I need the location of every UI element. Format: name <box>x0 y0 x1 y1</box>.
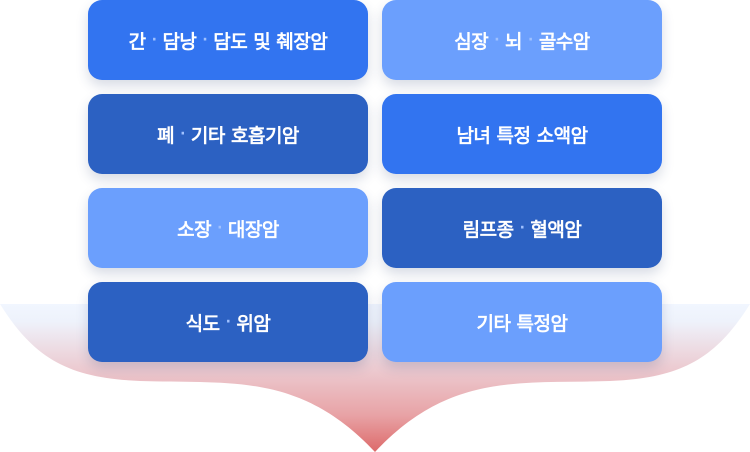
card-label-part: 심장 <box>454 30 489 53</box>
card-label-part: 혈액암 <box>530 218 582 241</box>
card-liver-gallbladder-pancreas[interactable]: 간 · 담낭 · 담도 및 췌장암 <box>88 0 368 80</box>
separator-dot: · <box>519 220 525 236</box>
card-label-part: 대장암 <box>227 218 279 241</box>
separator-dot: · <box>180 126 185 142</box>
card-label-part: 골수암 <box>538 30 590 53</box>
separator-dot: · <box>217 220 222 236</box>
card-lymphoma-leukemia[interactable]: 림프종 · 혈액암 <box>382 188 662 268</box>
card-label-part: 담낭 <box>162 30 197 53</box>
card-heart-brain-bone-marrow[interactable]: 심장 · 뇌 · 골수암 <box>382 0 662 80</box>
card-esophagus-stomach[interactable]: 식도 · 위암 <box>88 282 368 362</box>
card-small-large-intestine[interactable]: 소장 · 대장암 <box>88 188 368 268</box>
separator-dot: · <box>151 32 157 48</box>
separator-dot: · <box>202 32 208 48</box>
card-label-part: 기타 호흡기암 <box>190 124 300 147</box>
card-label-part: 담도 및 췌장암 <box>213 30 328 53</box>
card-lung-respiratory[interactable]: 폐 · 기타 호흡기암 <box>88 94 368 174</box>
card-label-part: 폐 <box>157 124 175 147</box>
card-label-part: 소장 <box>177 218 212 241</box>
cancer-category-grid: 간 · 담낭 · 담도 및 췌장암 심장 · 뇌 · 골수암 폐 · 기타 호흡기암 남녀 특정 소… <box>88 0 662 362</box>
card-gender-specific-minor[interactable]: 남녀 특정 소액암 <box>382 94 662 174</box>
card-label-part: 기타 특정암 <box>476 312 568 335</box>
card-other-specific[interactable]: 기타 특정암 <box>382 282 662 362</box>
card-label-part: 뇌 <box>505 30 522 53</box>
separator-dot: · <box>528 32 533 48</box>
card-label-part: 림프종 <box>462 218 514 241</box>
separator-dot: · <box>494 32 500 48</box>
card-label-part: 남녀 특정 소액암 <box>456 124 588 147</box>
separator-dot: · <box>225 314 231 330</box>
card-label-part: 식도 <box>185 312 220 335</box>
card-label-part: 위암 <box>236 312 271 335</box>
card-label-part: 간 <box>128 30 146 53</box>
